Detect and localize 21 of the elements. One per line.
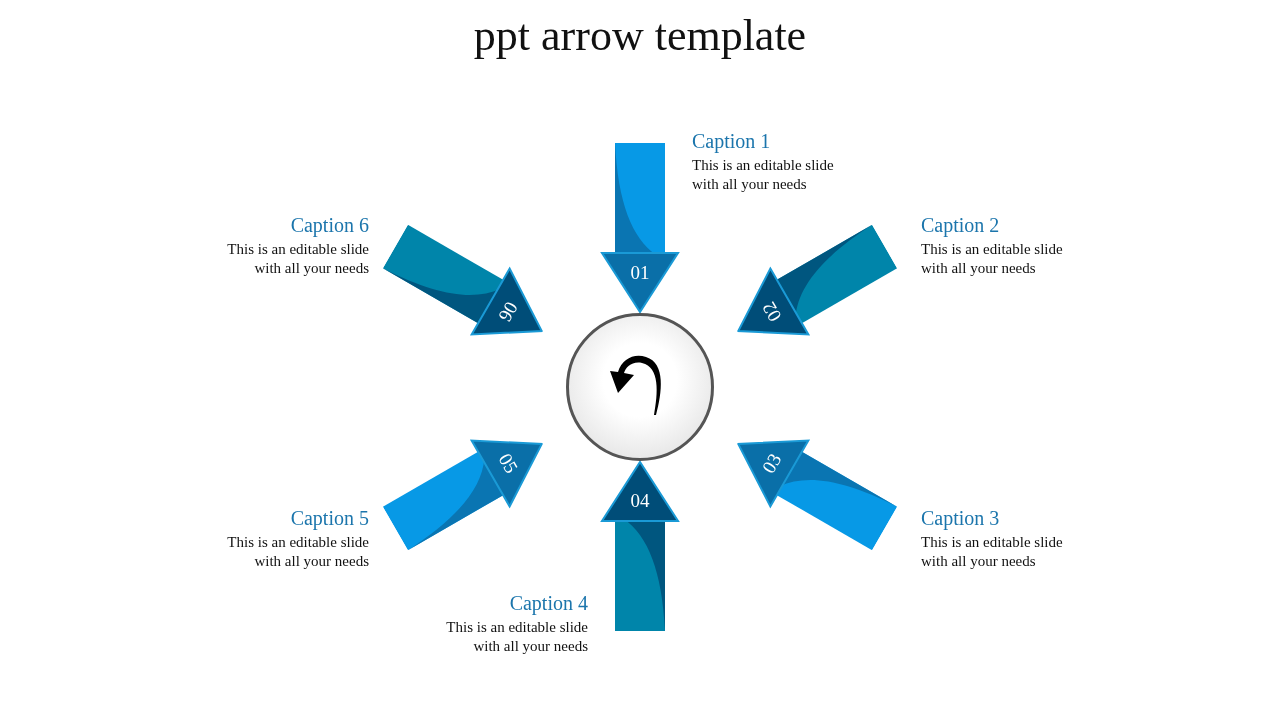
caption-text: This is an editable slide with all your needs — [226, 533, 369, 571]
caption-text: This is an editable slide with all your needs — [921, 240, 1064, 278]
arrow-shape — [600, 143, 680, 313]
caption-text: This is an editable slide with all your needs — [226, 240, 369, 278]
step-number: 04 — [629, 489, 651, 513]
step-number: 06 — [493, 296, 524, 327]
caption-heading: Caption 4 — [508, 591, 588, 616]
step-number: 01 — [629, 261, 651, 285]
step-number: 02 — [756, 296, 787, 327]
caption-text: This is an editable slide with all your needs — [921, 533, 1064, 571]
caption-heading: Caption 3 — [921, 506, 1001, 531]
step-number: 03 — [756, 448, 787, 479]
caption-text: This is an editable slide with all your needs — [692, 156, 835, 194]
step-number: 05 — [493, 448, 524, 479]
caption-heading: Caption 6 — [289, 213, 369, 238]
caption-heading: Caption 5 — [289, 506, 369, 531]
caption-heading: Caption 1 — [692, 129, 772, 154]
caption-text: This is an editable slide with all your needs — [445, 618, 588, 656]
caption-heading: Caption 2 — [921, 213, 1001, 238]
arrow-shape — [600, 461, 680, 631]
slide-title: ppt arrow template — [472, 10, 808, 61]
